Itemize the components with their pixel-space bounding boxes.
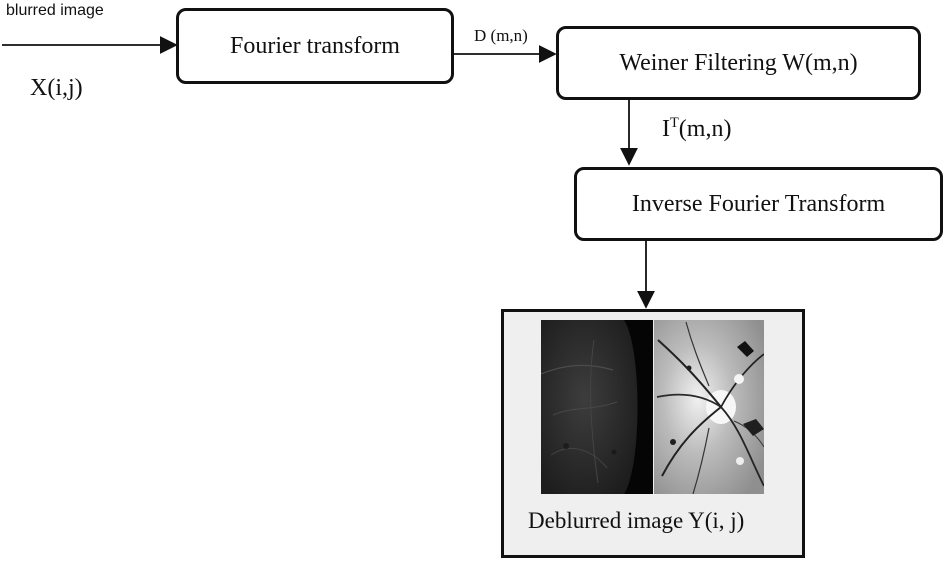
input-signal-label: X(i,j) (30, 75, 83, 101)
retinal-highlight (736, 457, 744, 465)
weiner-filtering-label: Weiner Filtering W(m,n) (619, 49, 858, 76)
deblurred-image-preview (541, 320, 764, 494)
retinal-highlight (734, 374, 744, 384)
output-box: Deblurred image Y(i, j) (501, 309, 805, 558)
blurred-vessel (541, 364, 614, 375)
retinal-lesion (670, 439, 676, 445)
blurred-lesion (563, 443, 569, 449)
enhanced-vessel (661, 406, 722, 477)
blurred-vessel (590, 339, 599, 484)
it-args: (m,n) (678, 116, 732, 142)
it-base: I (662, 116, 670, 142)
blurred-fundus-image (541, 320, 638, 494)
retinal-lesion (743, 419, 764, 436)
output-caption: Deblurred image Y(i, j) (528, 508, 745, 533)
it-signal-label: IT(m,n) (662, 115, 731, 143)
enhanced-vessel (692, 427, 710, 494)
blurred-image-label: blurred image (6, 2, 104, 19)
it-superscript: T (670, 115, 679, 131)
fourier-transform-label: Fourier transform (230, 32, 400, 59)
enhanced-vessel (656, 393, 722, 408)
weiner-filtering-block: Weiner Filtering W(m,n) (556, 26, 921, 100)
blurred-vessel (552, 401, 618, 416)
retinal-lesion (737, 341, 754, 357)
inverse-fourier-label: Inverse Fourier Transform (631, 190, 886, 217)
enhanced-vessel (720, 406, 764, 487)
inverse-fourier-block: Inverse Fourier Transform (574, 167, 943, 241)
blurred-lesion (611, 449, 617, 455)
enhanced-vessel (685, 321, 710, 387)
fourier-transform-block: Fourier transform (176, 8, 454, 84)
enhanced-vessel (720, 353, 764, 408)
blurred-vessel (550, 448, 608, 469)
d-signal-label: D (m,n) (474, 26, 528, 45)
retinal-lesion (686, 365, 692, 371)
